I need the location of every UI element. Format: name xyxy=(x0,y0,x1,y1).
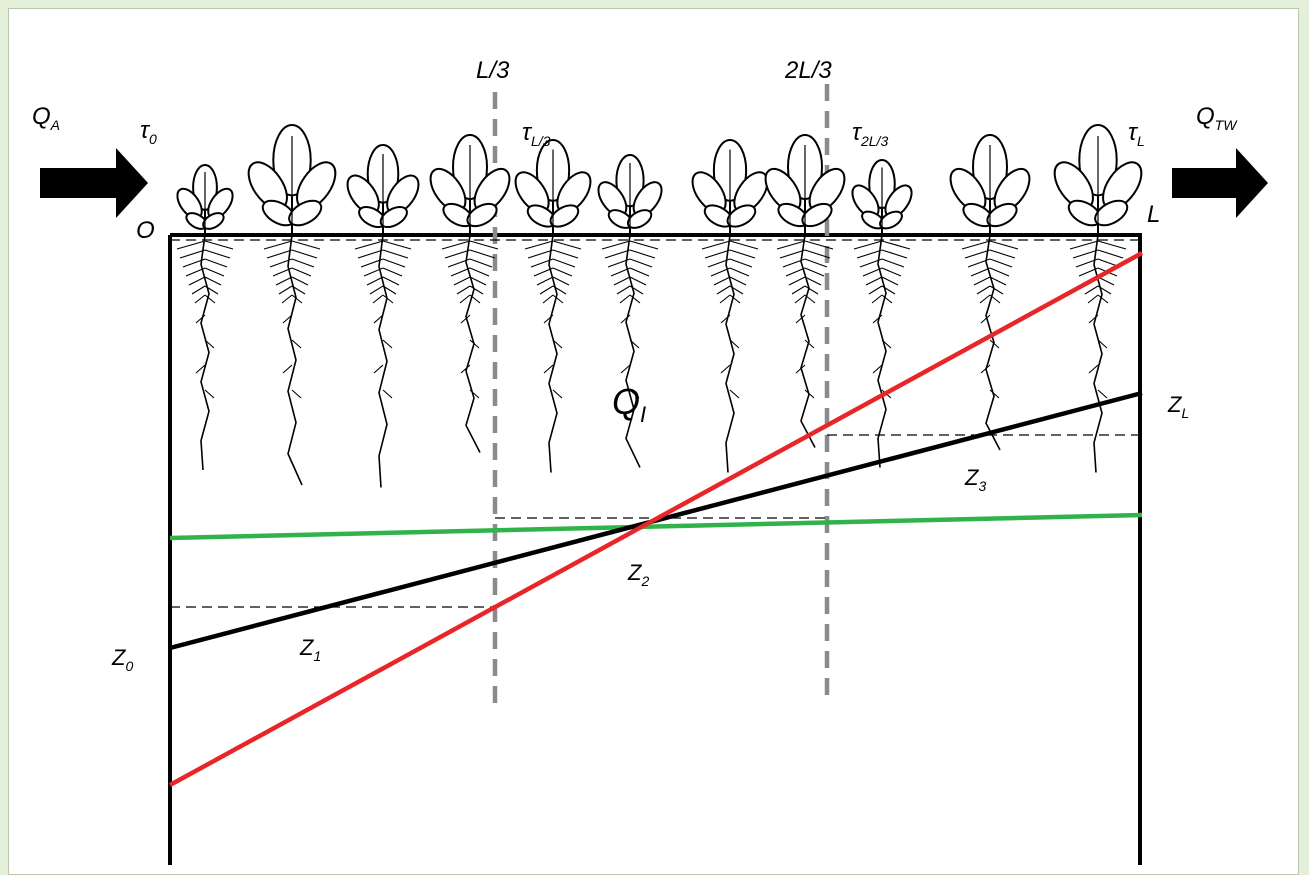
label-Z3: Z3 xyxy=(964,465,986,494)
label-2L3: 2L/3 xyxy=(784,57,832,84)
label-Z1: Z1 xyxy=(299,635,321,664)
plant-icon xyxy=(597,154,663,235)
label-L3: L/3 xyxy=(476,57,510,84)
reference-dashes xyxy=(170,239,1140,608)
channel-walls xyxy=(168,233,1142,865)
label-origin-O: O xyxy=(136,217,155,244)
root-icon xyxy=(701,234,759,473)
plant-icon xyxy=(851,159,913,235)
root-icon xyxy=(354,234,412,488)
root-icon xyxy=(524,234,582,473)
plant-icon xyxy=(764,134,846,235)
label-tauL: τL xyxy=(1128,119,1145,149)
root-icon xyxy=(961,234,1019,451)
plant-icon xyxy=(346,144,420,235)
plant-shoots xyxy=(176,124,1143,235)
plant-icon xyxy=(1053,124,1143,235)
label-tauL3: τL/3 xyxy=(522,119,551,149)
red-profile-line xyxy=(168,251,1144,787)
plant-icon xyxy=(176,164,234,235)
plant-icon xyxy=(247,124,337,235)
arrow-outflow-icon xyxy=(1172,148,1268,218)
label-end-L: L xyxy=(1147,201,1160,228)
label-tau0: τ0 xyxy=(140,117,157,147)
root-icon xyxy=(176,234,234,471)
plant-icon xyxy=(691,139,769,235)
root-icon xyxy=(1069,234,1127,473)
plant-roots xyxy=(176,234,1127,488)
plant-icon xyxy=(514,139,592,235)
label-tau2L3: τ2L/3 xyxy=(852,119,888,149)
root-icon xyxy=(441,234,499,453)
root-icon xyxy=(853,234,911,468)
arrow-inflow-icon xyxy=(40,148,148,218)
label-ZL: ZL xyxy=(1167,392,1189,421)
plant-icon xyxy=(429,134,511,235)
root-icon xyxy=(263,234,321,486)
label-QI: QI xyxy=(612,381,646,427)
label-QA: QA xyxy=(32,103,60,133)
label-QTW: QTW xyxy=(1196,103,1238,133)
label-Z2: Z2 xyxy=(627,560,649,589)
label-Z0: Z0 xyxy=(111,645,133,674)
green-profile-line xyxy=(169,512,1143,541)
plant-icon xyxy=(949,134,1031,235)
root-icon xyxy=(601,234,659,468)
root-icon xyxy=(776,234,834,448)
